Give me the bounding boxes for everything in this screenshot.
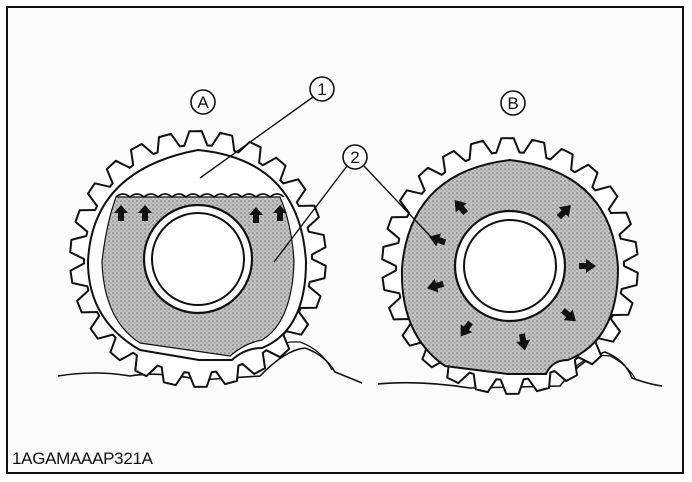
callout-a: A: [190, 89, 216, 115]
callout-1: 1: [199, 76, 335, 179]
pressure-arrow: [560, 308, 576, 322]
label-2: 2: [350, 148, 359, 167]
pressure-arrows-a: [114, 205, 287, 223]
pressure-arrow: [579, 259, 596, 273]
label-a: A: [197, 93, 209, 112]
pressure-arrow: [454, 200, 468, 216]
callout-2: 2: [273, 144, 433, 263]
label-1: 1: [317, 80, 326, 99]
tire-a: [69, 130, 327, 388]
ground-a: [57, 347, 363, 384]
pressure-arrow: [460, 320, 473, 337]
figure-caption: 1AGAMAAAP321A: [12, 449, 153, 468]
callout-b: B: [500, 90, 526, 116]
label-b: B: [507, 94, 518, 113]
pressure-arrow: [429, 233, 447, 247]
tire-b: [381, 137, 639, 395]
liquid-surface-a: [115, 193, 285, 199]
ground-b: [377, 351, 663, 389]
pressure-arrow: [426, 278, 445, 293]
pressure-arrow: [516, 333, 531, 351]
